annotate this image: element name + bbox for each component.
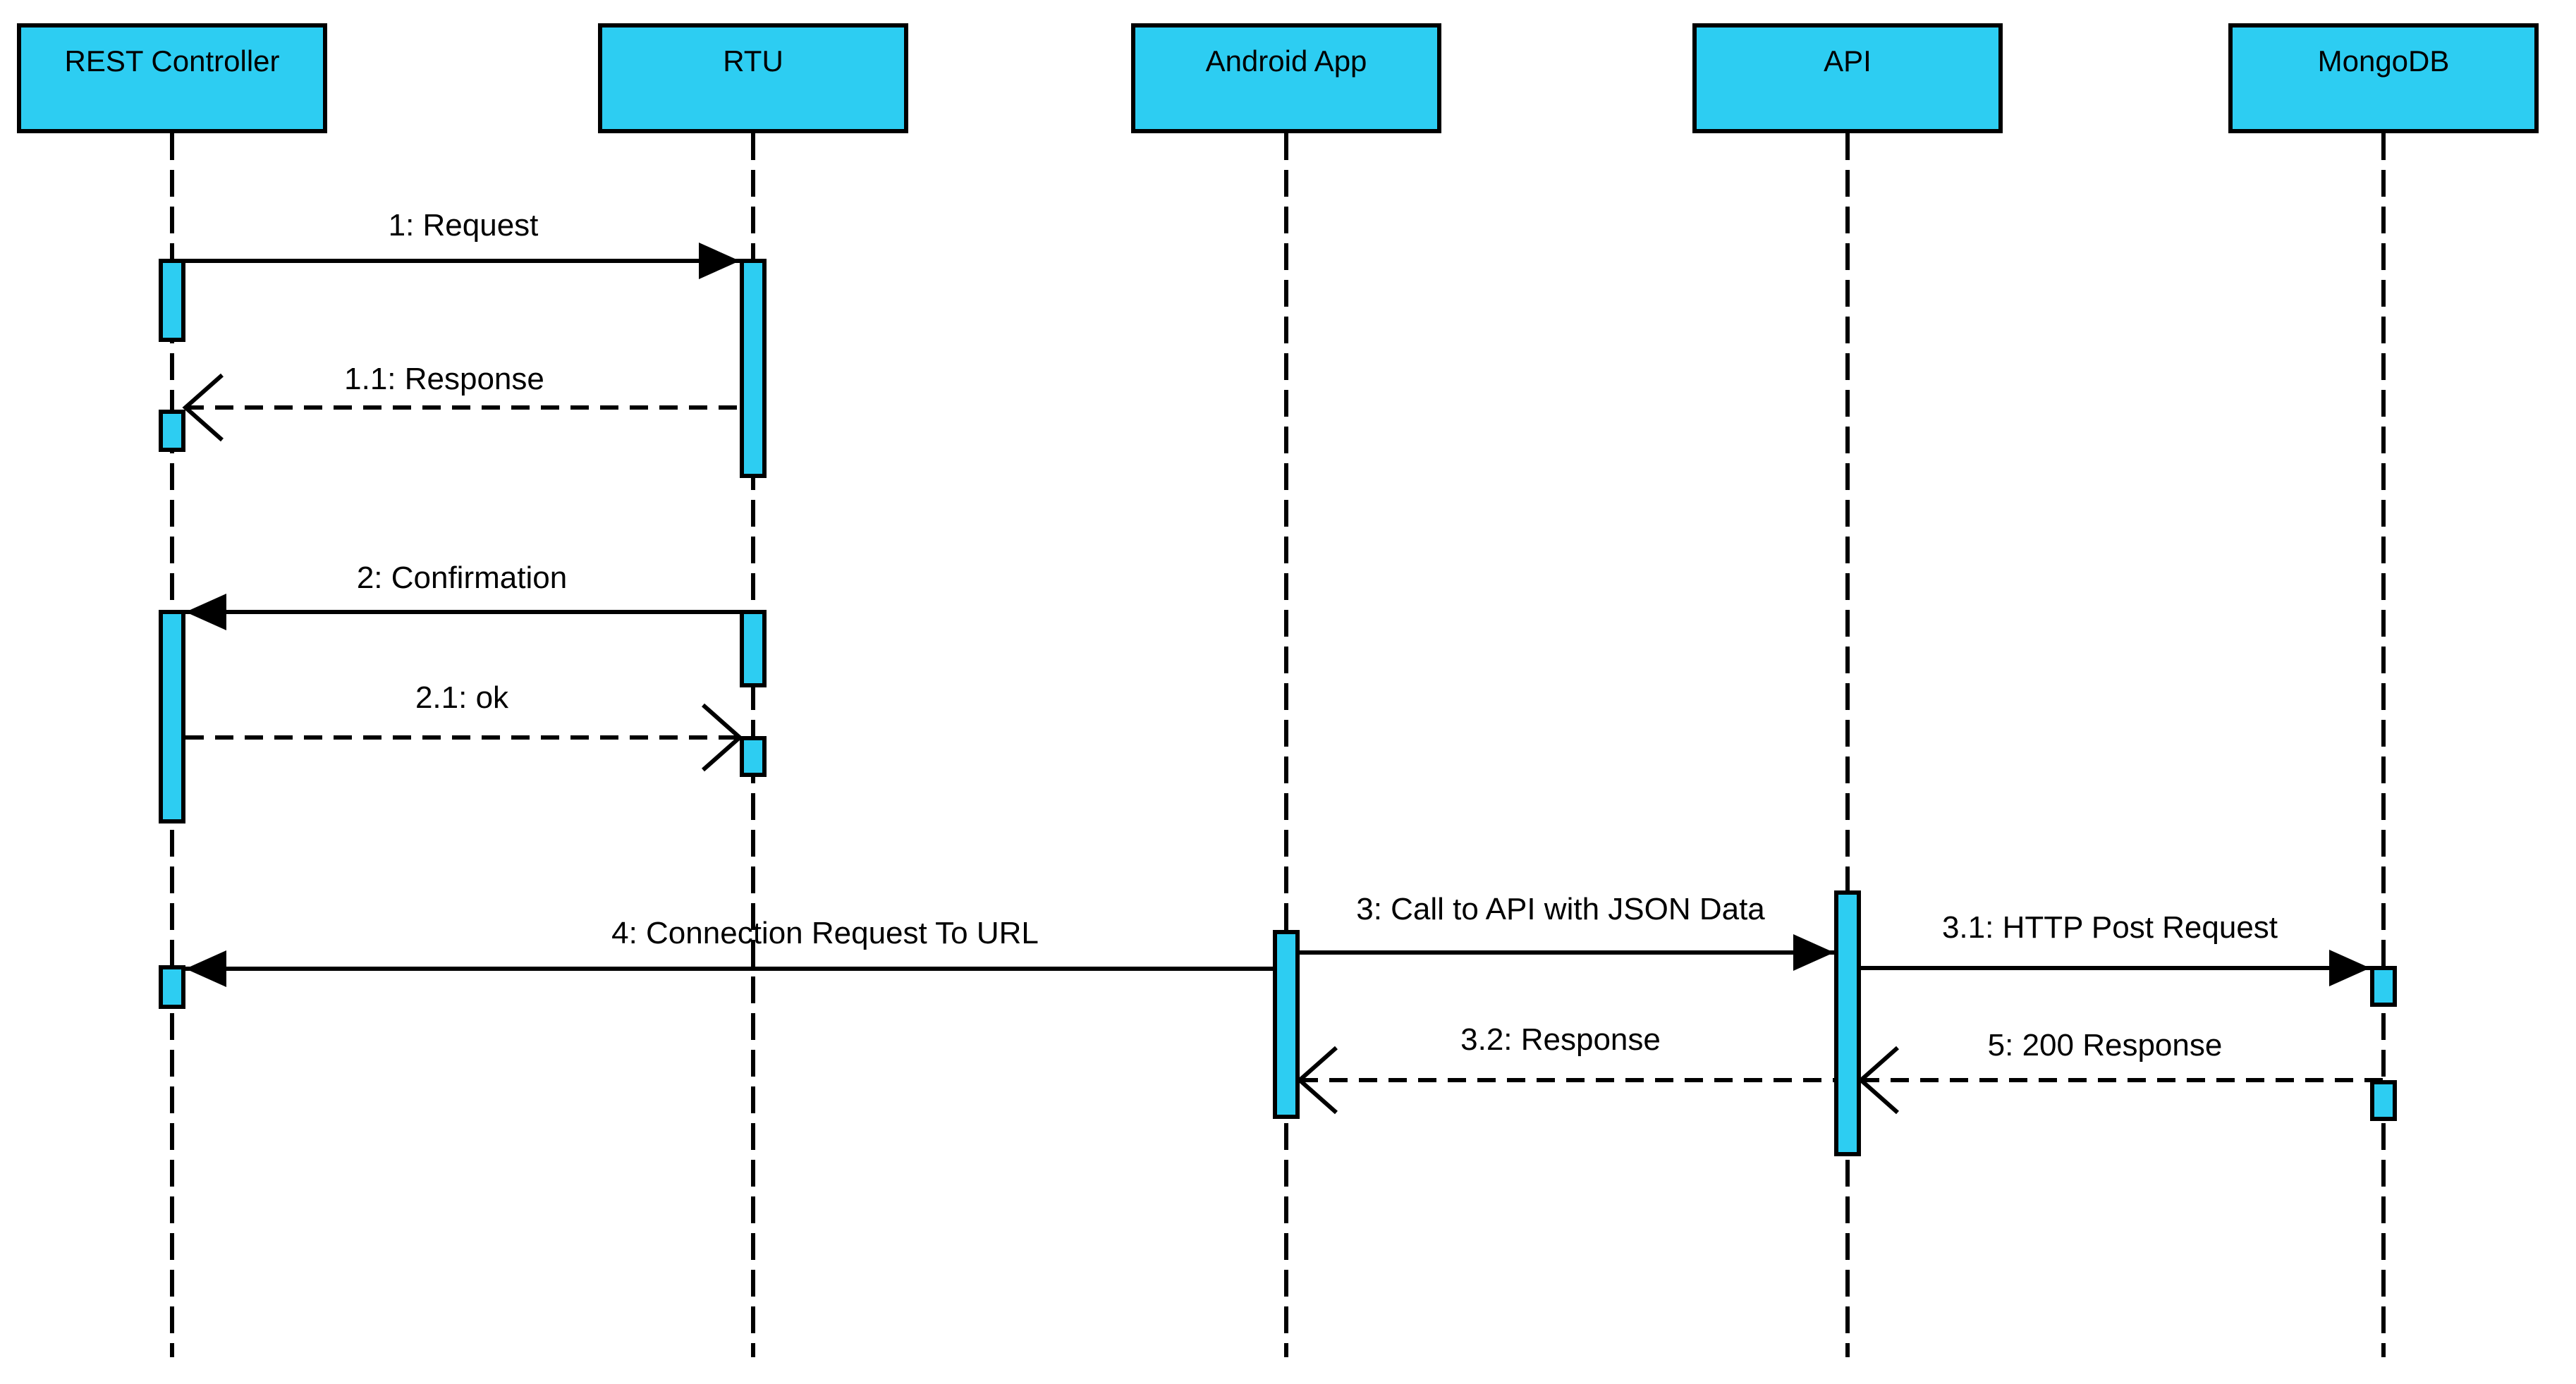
arrowhead-open-left-icon — [1296, 1046, 1338, 1115]
message-line — [1861, 966, 2370, 970]
arrowhead-filled-left-icon — [185, 950, 226, 987]
activation-rest-2 — [159, 410, 185, 452]
message-label: 5: 200 Response — [1987, 1028, 2223, 1063]
message-label: 2.1: ok — [415, 680, 509, 715]
lifeline-mongodb — [2381, 133, 2386, 1357]
actor-box-mongodb: MongoDB — [2228, 23, 2539, 133]
message-label: 4: Connection Request To URL — [611, 916, 1039, 950]
message-label: 1.1: Response — [344, 362, 544, 396]
actor-box-api: API — [1692, 23, 2003, 133]
actor-box-android-app: Android App — [1131, 23, 1441, 133]
activation-mongodb-1 — [2370, 966, 2397, 1007]
message-label: 1: Request — [388, 208, 539, 243]
arrowhead-open-right-icon — [702, 703, 743, 772]
activation-mongodb-2 — [2370, 1080, 2397, 1121]
activation-rtu-1 — [740, 259, 767, 478]
activation-api-1 — [1834, 890, 1861, 1156]
arrowhead-filled-right-icon — [1793, 934, 1834, 971]
arrowhead-filled-left-icon — [185, 594, 226, 630]
arrowhead-filled-right-icon — [2329, 950, 2370, 986]
message-label: 3.2: Response — [1460, 1022, 1661, 1057]
lifeline-android-app — [1284, 133, 1288, 1357]
message-line — [1300, 950, 1834, 955]
activation-android-1 — [1273, 930, 1300, 1119]
message-line — [185, 610, 740, 614]
actor-box-rest-controller: REST Controller — [17, 23, 327, 133]
message-line — [185, 967, 1273, 971]
arrowhead-open-left-icon — [1857, 1046, 1899, 1115]
activation-rest-4 — [159, 965, 185, 1009]
activation-rtu-2 — [740, 610, 767, 687]
arrowhead-filled-right-icon — [699, 243, 740, 279]
message-line — [185, 259, 740, 263]
activation-rest-1 — [159, 259, 185, 342]
message-label: 2: Confirmation — [356, 561, 568, 595]
arrowhead-open-left-icon — [182, 373, 224, 442]
message-label: 3.1: HTTP Post Request — [1941, 910, 2278, 945]
lifeline-api — [1845, 133, 1850, 1357]
message-line — [1300, 1078, 1834, 1082]
activation-rest-3 — [159, 610, 185, 823]
actor-box-rtu: RTU — [598, 23, 908, 133]
message-line — [185, 735, 740, 740]
message-label: 3: Call to API with JSON Data — [1356, 892, 1765, 926]
message-line — [1861, 1078, 2383, 1082]
message-line — [185, 405, 740, 410]
activation-rtu-3 — [740, 736, 767, 777]
